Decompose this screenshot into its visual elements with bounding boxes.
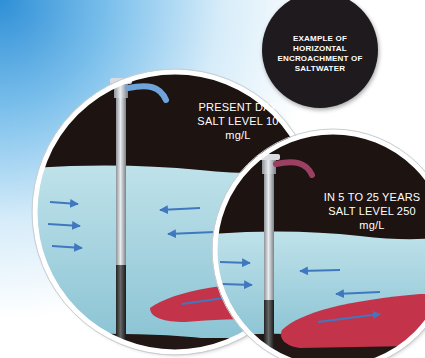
title-circle: EXAMPLE OF HORIZONTAL ENCROACHMENT OF SA… [262,0,378,108]
future-circle: IN 5 TO 25 YEARS SALT LEVEL 250 mg/L [215,132,425,358]
salt-level-label: IN 5 TO 25 YEARS SALT LEVEL 250 mg/L [320,191,424,232]
title-text: EXAMPLE OF HORIZONTAL ENCROACHMENT OF SA… [277,34,363,74]
present-day-circle: PRESENT DAY SALT LEVEL 10 mg/L [35,72,315,352]
salt-level-label: PRESENT DAY SALT LEVEL 10 mg/L [196,101,280,142]
future-scene [210,125,425,358]
